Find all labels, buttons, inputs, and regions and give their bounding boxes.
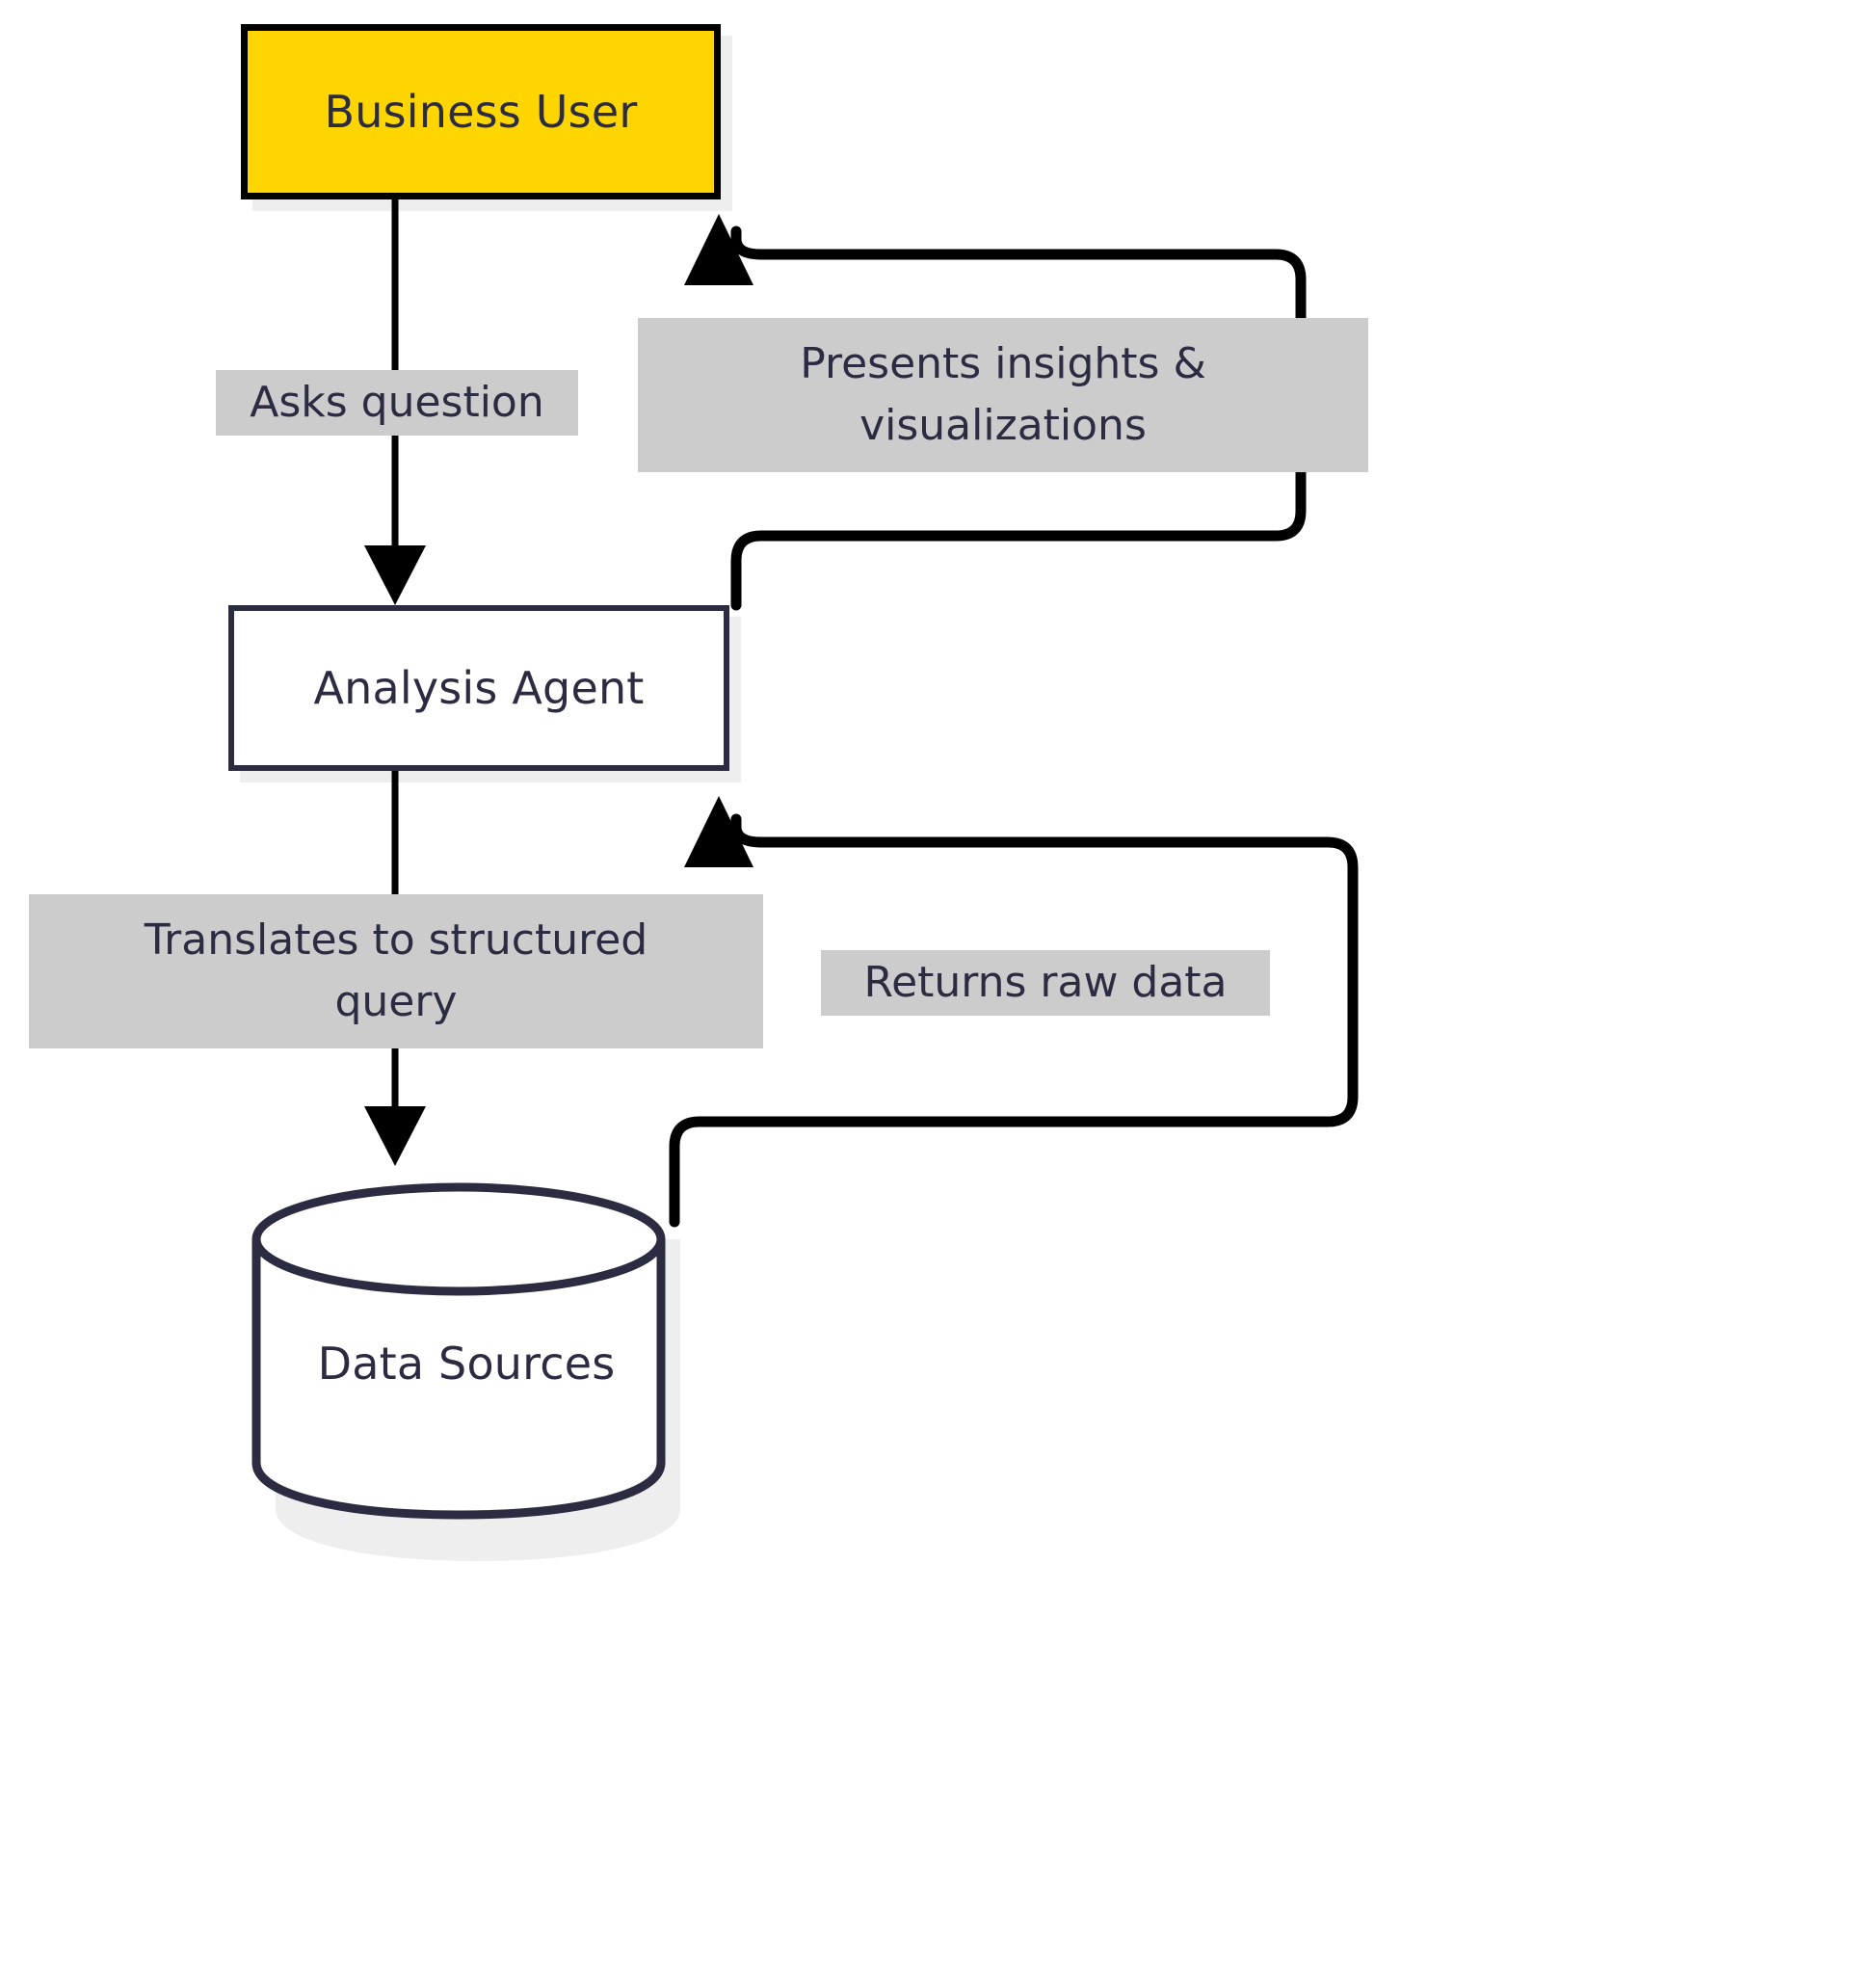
translates-query-line-2: query bbox=[334, 977, 458, 1026]
node-data-sources[interactable]: Data Sources bbox=[252, 1187, 680, 1505]
edge-label-presents-insights: Presents insights & visualizations bbox=[638, 318, 1368, 472]
edge-label-asks-question: Asks question bbox=[216, 370, 578, 436]
returns-raw-data-text: Returns raw data bbox=[863, 958, 1228, 1008]
node-analysis-agent[interactable]: Analysis Agent bbox=[228, 605, 729, 771]
translates-query-text: Translates to structured query bbox=[145, 910, 648, 1033]
data-sources-label-wrap: Data Sources bbox=[252, 1187, 680, 1505]
asks-question-text: Asks question bbox=[250, 378, 544, 428]
presents-insights-line-2: visualizations bbox=[859, 401, 1147, 450]
presents-insights-line-1: Presents insights & bbox=[800, 339, 1206, 389]
business-user-label: Business User bbox=[324, 85, 638, 138]
edge-label-translates-query: Translates to structured query bbox=[29, 894, 763, 1048]
analysis-agent-label: Analysis Agent bbox=[313, 661, 645, 714]
translates-query-line-1: Translates to structured bbox=[144, 915, 648, 966]
edge-returns-raw-data bbox=[669, 796, 1359, 1228]
data-sources-label: Data Sources bbox=[317, 1337, 616, 1390]
node-business-user[interactable]: Business User bbox=[241, 24, 721, 199]
presents-insights-text: Presents insights & visualizations bbox=[800, 333, 1206, 457]
data-sources-cylinder bbox=[251, 1182, 666, 1520]
edge-label-returns-raw-data: Returns raw data bbox=[821, 950, 1270, 1016]
